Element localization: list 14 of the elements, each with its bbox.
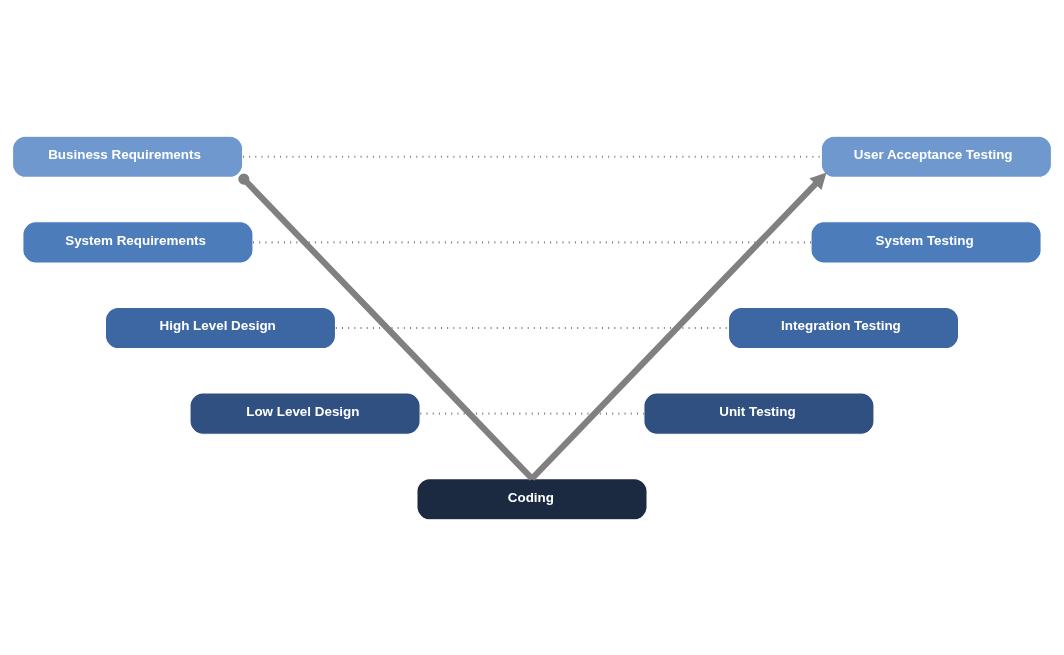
node-box: High Level Design <box>104 306 336 349</box>
connector <box>420 412 644 415</box>
node-box: Unit Testing <box>643 391 875 435</box>
connector <box>253 240 812 243</box>
arrow <box>529 172 827 481</box>
node-box: User Acceptance Testing <box>820 135 1052 178</box>
connector <box>238 173 535 481</box>
node-box: Coding <box>416 477 648 520</box>
node-box: System Requirements <box>22 220 254 264</box>
node-box: System Testing <box>810 220 1042 264</box>
node-box: Business Requirements <box>12 135 244 178</box>
node-box: Integration Testing <box>728 306 960 349</box>
node-box: Low Level Design <box>189 391 421 435</box>
connector <box>335 326 729 329</box>
